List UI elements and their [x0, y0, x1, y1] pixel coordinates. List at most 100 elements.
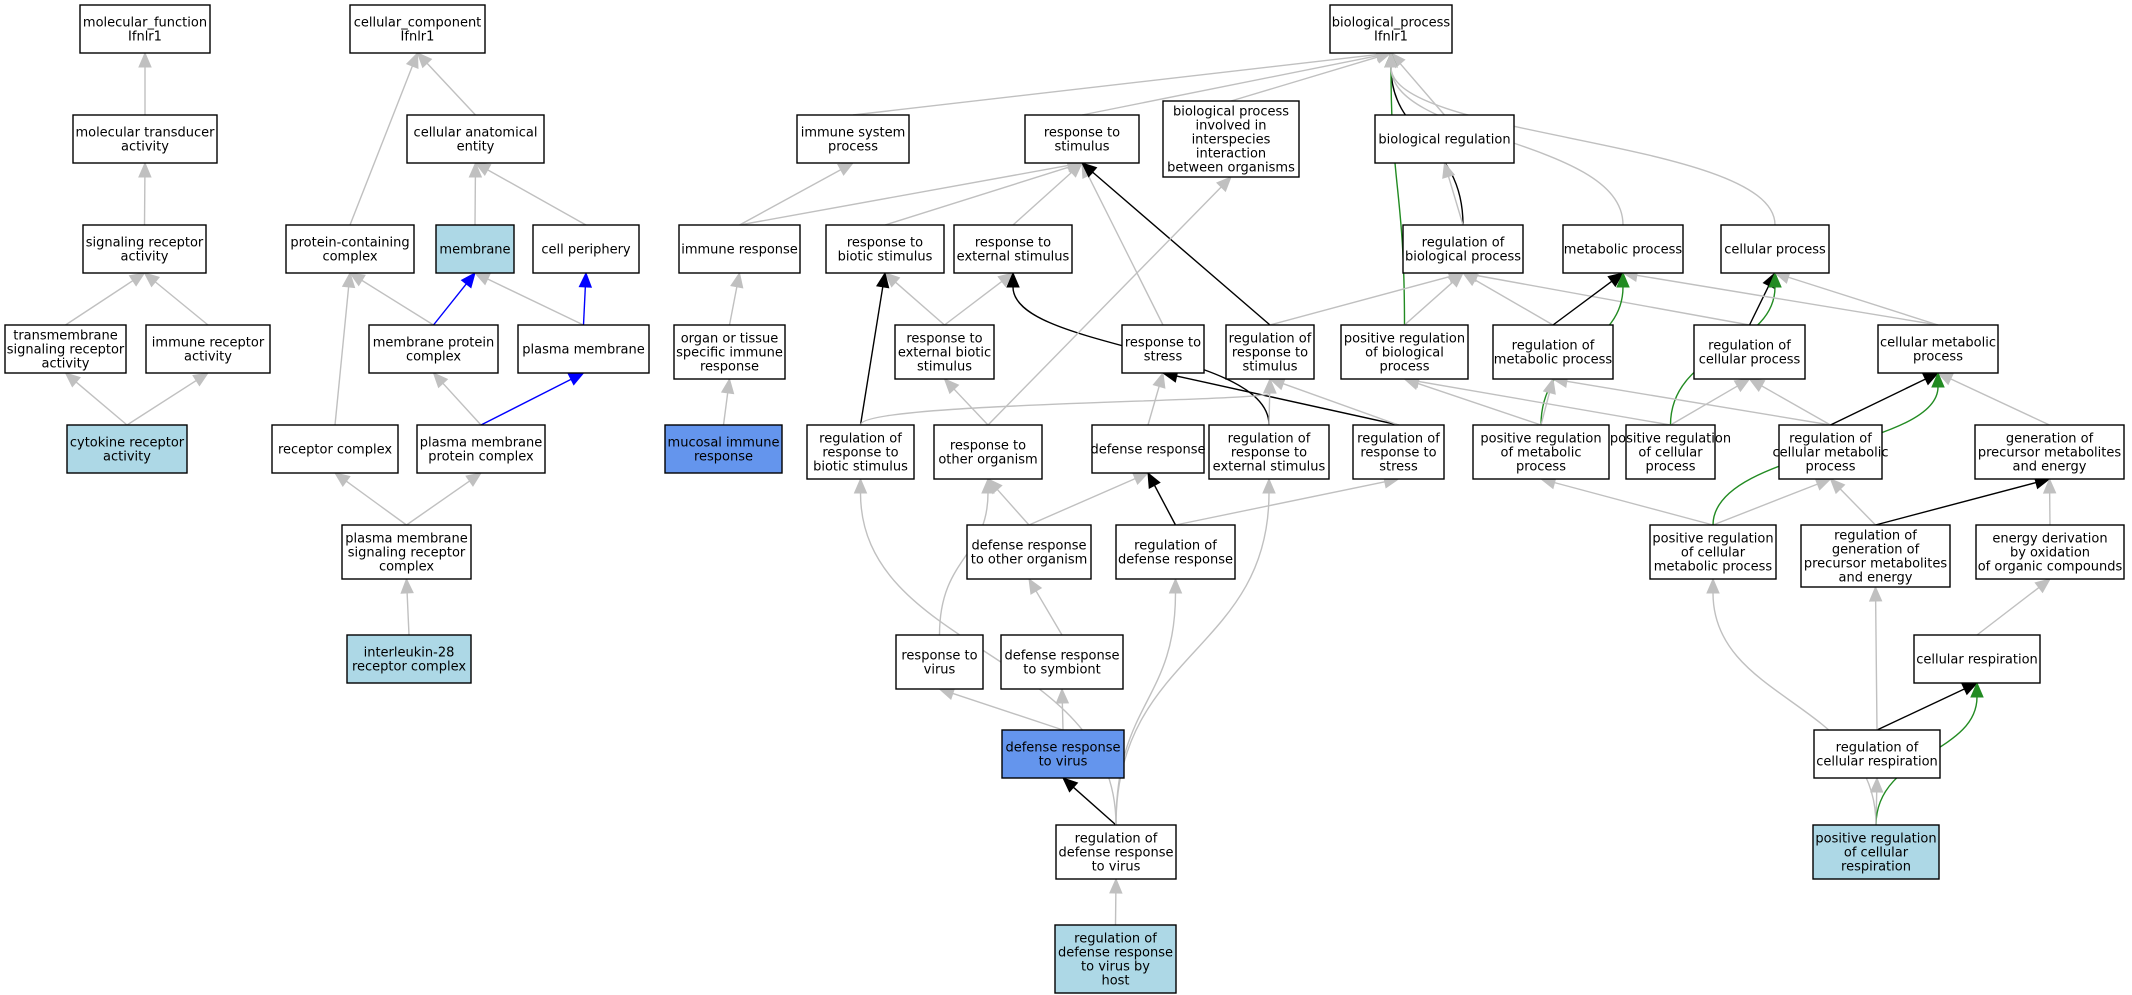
- edge-arrowhead: [578, 271, 593, 288]
- edge-arrowhead: [1006, 271, 1020, 288]
- edge-arrowhead: [192, 372, 210, 387]
- edge-arrowhead: [465, 472, 483, 487]
- go-term-box: [1812, 824, 1940, 880]
- edge-arrowhead: [432, 372, 449, 389]
- edge-line: [728, 286, 738, 326]
- is-a-edge-rocmp-romp: [1551, 374, 1831, 426]
- go-term-node-rc: receptor complex: [271, 424, 399, 474]
- go-term-label: cellular respiration: [1916, 653, 2038, 668]
- go-term-label: precursor metabolites: [1804, 557, 1947, 572]
- go-term-label: activity: [121, 140, 169, 155]
- go-term-label: cellular_component: [354, 16, 482, 31]
- go-term-label: membrane: [439, 243, 510, 258]
- go-term-label: process: [1913, 350, 1963, 365]
- edge-line: [65, 280, 134, 326]
- go-term-label: cytokine receptor: [70, 436, 185, 451]
- is-a-edge-bpii-bp: [1230, 50, 1393, 102]
- edge-line: [1839, 488, 1877, 526]
- is-a-edge-ir-rts: [739, 158, 1084, 226]
- edge-line: [1073, 786, 1117, 826]
- go-term-label: of metabolic: [1501, 446, 1582, 461]
- go-term-label: respiration: [1841, 860, 1911, 875]
- edge-line: [406, 480, 470, 526]
- edge-line: [859, 392, 1271, 426]
- edge-arrowhead: [1829, 478, 1846, 495]
- edge-line: [334, 286, 350, 426]
- edge-arrowhead: [1055, 687, 1070, 704]
- go-term-box: [416, 424, 546, 474]
- edge-arrowhead: [473, 272, 491, 286]
- go-term-label: by oxidation: [2010, 546, 2090, 561]
- go-term-label: signaling receptor: [348, 546, 466, 561]
- go-term-label: defense response: [1118, 553, 1233, 568]
- go-term-label: Ifnlr1: [401, 30, 435, 45]
- go-term-label: Ifnlr1: [1374, 30, 1408, 45]
- is-a-edge-cr-edooc: [1976, 578, 2052, 636]
- edge-line: [1875, 481, 2037, 526]
- is-a-edge-prcmp-prmp: [1539, 476, 1714, 526]
- edge-line: [361, 279, 434, 326]
- go-term-label: cell periphery: [541, 243, 631, 258]
- edge-line: [582, 286, 587, 326]
- go-term-box: [895, 634, 984, 690]
- go-term-label: response to: [906, 332, 982, 347]
- go-term-label: cellular metabolic: [1880, 336, 1996, 351]
- go-term-label: positive regulation: [1610, 432, 1731, 447]
- edge-line: [1012, 171, 1073, 226]
- go-term-label: biological process: [1173, 105, 1289, 120]
- is-a-edge-rtoo-rtebs: [943, 378, 989, 426]
- go-term-label: activity: [42, 357, 90, 372]
- go-term-label: host: [1101, 974, 1129, 989]
- go-term-label: regulation of: [1422, 236, 1505, 251]
- go-term-box: [1115, 524, 1236, 580]
- go-term-box: [1054, 924, 1177, 994]
- edge-line: [884, 166, 1069, 226]
- go-term-label: cellular respiration: [1816, 755, 1938, 770]
- edge-line: [442, 382, 482, 426]
- is-a-edge-celp-bp: [1384, 51, 1776, 226]
- go-term-box: [532, 224, 640, 274]
- is-a-edge-rc-pcc: [334, 271, 356, 426]
- is-a-edge-rtes-rts: [1012, 162, 1083, 226]
- go-term-box: [82, 224, 207, 274]
- edge-line: [895, 281, 945, 326]
- go-term-label: to virus by: [1081, 960, 1150, 975]
- is-a-edge-gopme-cmp: [1936, 372, 2050, 426]
- edge-arrowhead: [1028, 577, 1043, 595]
- go-term-box: [806, 424, 915, 480]
- edge-line: [432, 283, 467, 326]
- edge-arrowhead: [1168, 577, 1183, 594]
- edge-arrowhead: [567, 372, 585, 386]
- edge-line: [480, 378, 572, 426]
- go-term-box: [1208, 424, 1330, 480]
- go-term-box: [1329, 4, 1453, 54]
- go-term-box: [1340, 324, 1469, 380]
- edge-line: [154, 281, 209, 326]
- is-a-edge-prcp-prbp: [1403, 374, 1671, 426]
- go-term-label: external stimulus: [1213, 460, 1326, 475]
- edge-arrowhead: [1132, 472, 1150, 485]
- go-term-label: between organisms: [1167, 161, 1295, 176]
- go-term-label: regulation of: [1228, 432, 1311, 447]
- go-term-label: regulation of: [819, 432, 902, 447]
- edge-line: [1230, 56, 1378, 102]
- edge-line: [1081, 55, 1378, 116]
- edge-arrowhead: [876, 271, 890, 289]
- is-a-edge-rtstress-rts: [1081, 161, 1164, 326]
- edge-line: [722, 392, 729, 426]
- go-term-box: [349, 4, 486, 54]
- go-term-box: [796, 114, 910, 164]
- is-a-edge-prcp-rocp: [1670, 378, 1751, 426]
- edge-line: [1061, 702, 1064, 731]
